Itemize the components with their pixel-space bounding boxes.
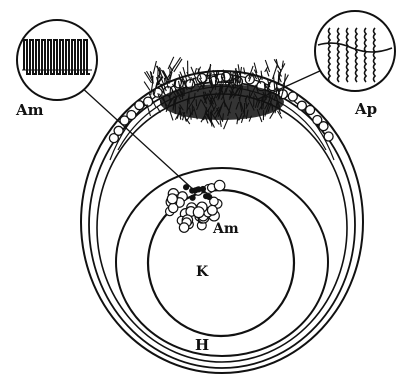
ap-hatch <box>175 79 176 85</box>
band-cell <box>306 106 315 115</box>
am-inset <box>17 20 97 100</box>
ap-hatch <box>220 120 221 127</box>
ap-hatch <box>238 64 240 75</box>
am-cluster-label: Am <box>212 221 239 237</box>
band-cell <box>319 122 328 131</box>
ap-inset <box>315 11 395 91</box>
am-cell <box>169 203 178 212</box>
am-cell-dark <box>190 195 195 200</box>
ap-hatch <box>240 67 241 75</box>
am-cell <box>179 223 188 232</box>
ap-inset-label: Ap <box>354 100 377 118</box>
am-cell <box>167 194 177 204</box>
ap-hatch <box>153 61 156 74</box>
ap-hatch <box>144 82 150 91</box>
ap-dark-core <box>160 84 284 120</box>
band-cell <box>288 92 297 101</box>
am-cell <box>193 207 204 218</box>
k-label: K <box>196 264 209 280</box>
band-cell <box>324 132 333 141</box>
h-label: H <box>195 336 209 354</box>
ap-hatch <box>165 78 166 85</box>
am-cell <box>207 205 217 215</box>
am-cell-dark <box>184 185 189 190</box>
band-cell <box>127 111 136 120</box>
ap-hatch <box>151 82 153 96</box>
am-cell <box>214 180 225 191</box>
band-cell <box>114 126 123 135</box>
ap-hatch <box>237 71 238 87</box>
am-inset-magnification-icon <box>24 40 90 74</box>
ap-hatch <box>273 65 278 80</box>
am-cell-dark <box>201 187 206 192</box>
am-inset-label: Am <box>15 101 44 119</box>
band-cell <box>297 101 306 110</box>
ap-hatch <box>168 57 174 69</box>
ap-hatch <box>267 70 269 77</box>
band-cell <box>135 101 144 110</box>
am-cell-dark <box>204 194 209 199</box>
